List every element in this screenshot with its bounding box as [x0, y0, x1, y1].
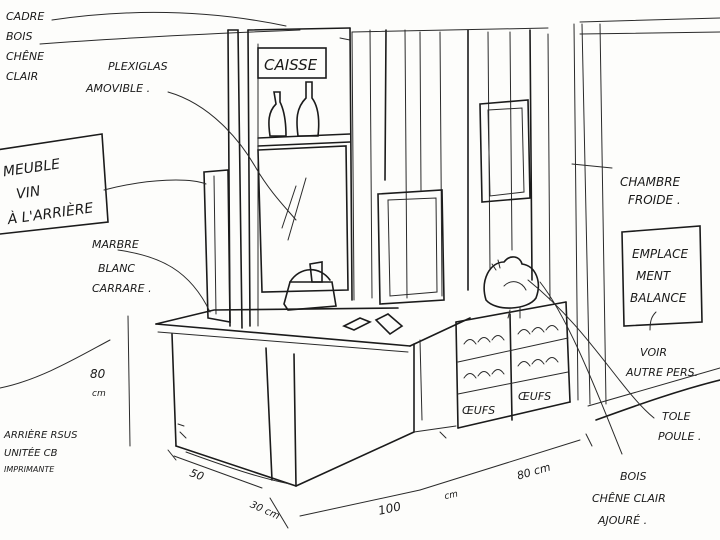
annotation-meuble: MEUBLE VIN À L'ARRIÈRE [2, 156, 95, 228]
cadre-line-4: CLAIR [6, 70, 38, 83]
counter-front-left [171, 333, 423, 487]
cash-register [283, 261, 337, 311]
header-frame [39, 17, 720, 45]
meuble-line-1: MEUBLE [2, 156, 61, 180]
depth-30-label: 30 cm [248, 499, 281, 522]
scale-placement-box [621, 225, 703, 327]
wooden-slat-wall [339, 27, 551, 301]
cadre-line-1: CADRE [6, 10, 44, 23]
bottle-icon [268, 81, 320, 137]
height-dimension-label: 80 [90, 367, 106, 381]
plexiglas-panel [257, 145, 349, 293]
marbre-line-2: BLANC [98, 262, 135, 275]
marble-countertop [155, 307, 471, 353]
annotation-emplacement: EMPLACE MENT BALANCE [630, 247, 688, 305]
bois-line-3: AJOURÉ . [597, 514, 647, 527]
width-80-label: 80 cm [515, 461, 552, 483]
card-terminal-icon [342, 313, 404, 336]
hanging-display-box-large [377, 189, 445, 305]
arriere-line-3: IMPRIMANTE [4, 465, 55, 474]
marbre-line-3: CARRARE . [92, 282, 152, 295]
width-100-label: 100 [377, 499, 403, 518]
annotation-voir: VOIR AUTRE PERS. [625, 346, 698, 379]
wine-note-box [0, 133, 109, 235]
annotation-plexiglas: PLEXIGLAS AMOVIBLE . [85, 60, 168, 95]
oeufs-label-right: ŒUFS [518, 390, 551, 403]
plexiglas-line-2: AMOVIBLE . [85, 82, 150, 95]
leader-lines [0, 11, 657, 455]
emplacement-line-2: MENT [636, 269, 672, 283]
arriere-line-1: ARRIÈRE RSUS [3, 428, 78, 441]
annotation-tole: TOLE POULE . [658, 410, 701, 443]
bois-line-1: BOIS [620, 470, 646, 483]
height-unit-label: cm [92, 389, 106, 399]
arriere-line-2: UNITÉE CB [4, 446, 58, 459]
plexiglas-line-1: PLEXIGLAS [108, 60, 168, 73]
chambre-line-2: FROIDE . [628, 193, 681, 207]
voir-line-1: VOIR [640, 346, 667, 359]
annotation-bois-ajoure: BOIS CHÊNE CLAIR AJOURÉ . [592, 470, 666, 527]
emplacement-line-1: EMPLACE [632, 247, 688, 261]
hen-icon [483, 256, 540, 319]
hanging-display-box-small [479, 99, 531, 203]
caisse-label: CAISSE [264, 56, 318, 74]
emplacement-line-3: BALANCE [630, 291, 687, 305]
cadre-line-3: CHÊNE [6, 50, 44, 63]
cold-room-wall [573, 23, 720, 421]
annotation-marbre: MARBRE BLANC CARRARE . [92, 238, 152, 295]
depth-50-label: 50 [188, 466, 206, 483]
oeufs-label-left: ŒUFS [462, 404, 495, 417]
wine-cabinet [203, 169, 231, 323]
tole-line-2: POULE . [658, 430, 701, 443]
caisse-sign [257, 47, 327, 79]
width-100-unit-label: cm [444, 489, 460, 502]
dimension-lines [127, 315, 593, 529]
annotation-arriere: ARRIÈRE RSUS UNITÉE CB IMPRIMANTE [3, 428, 78, 474]
annotation-chambre: CHAMBRE FROIDE . [620, 175, 681, 207]
egg-display-cabinet [413, 301, 571, 439]
voir-line-2: AUTRE PERS. [625, 366, 698, 379]
cadre-line-2: BOIS [6, 30, 32, 43]
marbre-line-1: MARBRE [92, 238, 139, 251]
annotation-cadre: CADRE BOIS CHÊNE CLAIR [6, 10, 44, 83]
meuble-line-2: VIN [15, 183, 42, 202]
meuble-line-3: À L'ARRIÈRE [6, 199, 95, 228]
bois-line-2: CHÊNE CLAIR [592, 492, 666, 505]
tole-line-1: TOLE [662, 410, 691, 423]
chambre-line-1: CHAMBRE [620, 175, 681, 189]
